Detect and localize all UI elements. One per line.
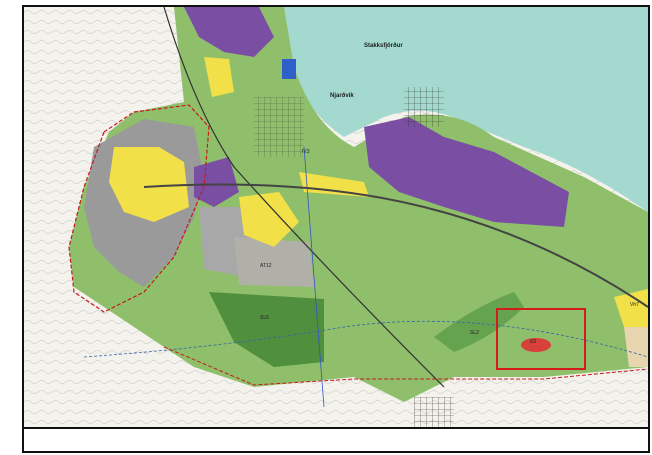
zone-label-vh7: Vh7 bbox=[630, 302, 639, 308]
residential-zone-town bbox=[109, 147, 189, 222]
highlight-box bbox=[496, 308, 586, 370]
zone-label-e5: E5 bbox=[530, 339, 537, 345]
residential-zone-vh7 bbox=[614, 289, 648, 327]
commercial-zone-north bbox=[184, 7, 274, 57]
at12-zone bbox=[234, 237, 314, 287]
zone-label-sl6: SL6 bbox=[260, 315, 269, 321]
grid-hatch-harbour bbox=[404, 87, 444, 127]
municipal-boundary bbox=[68, 104, 210, 313]
zone-label-sl2: SL2 bbox=[470, 330, 479, 336]
zone-label-at12: AT12 bbox=[260, 263, 272, 269]
highway bbox=[143, 183, 648, 308]
residential-zone-2 bbox=[239, 192, 299, 247]
grid-hatch-center bbox=[254, 97, 304, 157]
green-zone-sl6 bbox=[209, 292, 324, 367]
residential-zone-4 bbox=[204, 57, 234, 97]
zone-e5 bbox=[521, 338, 551, 352]
left-margin bbox=[0, 0, 22, 455]
zoning-map[interactable] bbox=[24, 7, 648, 451]
sea-area bbox=[284, 7, 648, 212]
beige-zone bbox=[624, 327, 648, 367]
green-zone-sl2 bbox=[434, 292, 524, 352]
residential-zone-3 bbox=[299, 172, 369, 197]
map-frame: Stakksfjörður Njarðvík E5 SL2 SL6 Vh7 AT… bbox=[22, 5, 650, 453]
grid-hatch-south bbox=[414, 397, 454, 427]
pipeline bbox=[303, 146, 325, 408]
south-boundary bbox=[163, 346, 648, 386]
zone-label-iv3: IV3 bbox=[302, 149, 310, 155]
harbour-basin bbox=[282, 59, 296, 79]
commercial-zone-east bbox=[364, 117, 569, 227]
boundary-line bbox=[83, 320, 648, 358]
legend-strip bbox=[24, 427, 648, 451]
road-diagonal bbox=[163, 7, 445, 388]
